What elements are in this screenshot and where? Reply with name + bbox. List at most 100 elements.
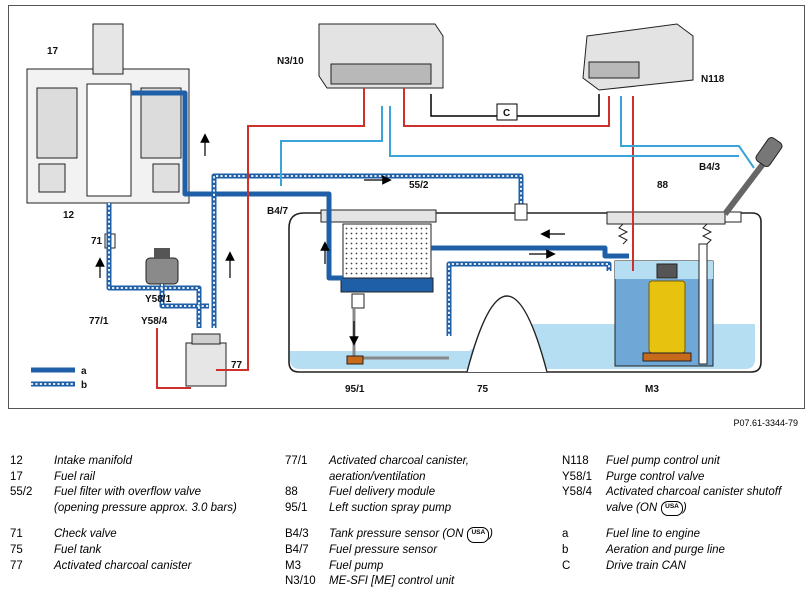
legend-description: Fuel tank (54, 543, 102, 556)
filler-cap (755, 137, 783, 167)
red-line-n3-10-to-n118 (403, 88, 610, 127)
me-sfi-control-unit (318, 23, 444, 89)
filter-base (340, 277, 434, 293)
legend-row: aeration/ventilation (285, 470, 560, 486)
fuel-line-to-engine (131, 90, 343, 281)
legend-code: 75 (10, 543, 23, 556)
legend-description: Fuel pressure sensor (329, 543, 438, 556)
fuel-pump-top (656, 263, 678, 279)
tank-outline (288, 212, 762, 373)
legend-description: Activated charcoal canister, (329, 455, 469, 467)
filter-cover (320, 209, 437, 223)
red-line-canister-valve (156, 328, 191, 389)
can-label-box (496, 103, 518, 121)
module-cover (606, 211, 726, 225)
legend-code (285, 470, 329, 486)
legend-code: C (562, 559, 571, 572)
legend-code: N3/10 (285, 575, 316, 588)
blue-line-b4-3 (620, 96, 755, 169)
signal-lines (156, 88, 755, 389)
legend-code: 95/1 (285, 501, 308, 514)
legend-description: aeration/ventilation (329, 470, 426, 483)
legend-code: a (562, 528, 569, 541)
fuel-delivery-module (606, 211, 726, 367)
n3-10-connector (330, 63, 432, 85)
label-a: a (81, 366, 87, 377)
label-77-1: 77/1 (89, 316, 109, 327)
legend-code: 17 (10, 470, 23, 483)
legend-description: valve (ON (606, 501, 658, 514)
canister-cap (191, 333, 221, 345)
fuel-line-filter-to-module (431, 245, 629, 259)
legend-code (562, 501, 606, 517)
filler-pipe (722, 154, 772, 216)
red-line-n3-10-to-canister (216, 88, 365, 371)
legend-row: N3/10 ME-SFI [ME] control unit (285, 574, 560, 590)
purge-line-valve-loop-dots (161, 284, 209, 307)
charcoal-canister (185, 333, 227, 387)
module-spring-left (617, 223, 629, 245)
fuel-line-a (131, 90, 629, 281)
fuel-pump-control-unit (582, 23, 694, 91)
legend-group-gap (10, 516, 280, 527)
label-n3-10: N3/10 (277, 56, 304, 67)
legend-code: M3 (285, 559, 301, 572)
module-right-pipe (698, 243, 708, 365)
label-can: C (503, 108, 510, 119)
legend-description: Intake manifold (54, 455, 132, 467)
legend-description: Drive train CAN (606, 559, 686, 572)
legend-description: Aeration and purge line (606, 543, 725, 556)
legend-row: 75 Fuel tank (10, 543, 280, 559)
legend-code: 12 (10, 455, 23, 467)
legend-row: 12 Intake manifold (10, 454, 280, 470)
purge-line-engine-to-canister-dots (108, 203, 200, 328)
label-b: b (81, 380, 87, 391)
purge-valve-body (145, 257, 179, 285)
label-b4-3: B4/3 (699, 162, 721, 173)
suction-line (352, 308, 449, 360)
legend-code: B4/7 (285, 543, 309, 556)
legend-code (10, 501, 54, 517)
legend-code: 77 (10, 559, 23, 572)
canister-body (185, 342, 227, 387)
label-55-2: 55/2 (409, 180, 429, 191)
legend-code: Y58/4 (562, 486, 593, 499)
legend-description: Check valve (54, 528, 117, 541)
drive-train-can (430, 94, 600, 121)
label-17: 17 (47, 46, 59, 57)
intake-manifold-center (86, 83, 132, 197)
document-reference: P07.61-3344-79 (733, 418, 798, 428)
legend-description: Purge control valve (606, 470, 705, 483)
blue-line-b4-3-to-n3-10 (389, 106, 739, 157)
label-y58-4: Y58/4 (141, 316, 168, 327)
injector-housing (92, 23, 124, 75)
tank-hump (466, 295, 548, 373)
legend-group-gap (562, 516, 807, 527)
cylinder-left (36, 87, 78, 159)
legend-row: (opening pressure approx. 3.0 bars) (10, 501, 280, 517)
filter-check-valve (351, 293, 365, 309)
legend-description: ME-SFI [ME] control unit (329, 575, 455, 588)
legend-code: N118 (562, 455, 589, 467)
label-12: 12 (63, 210, 75, 221)
legend-description-tail: ) (682, 501, 687, 514)
legend-code: B4/3 (285, 528, 309, 541)
n118-connector (588, 61, 640, 79)
label-y58-1: Y58/1 (145, 294, 172, 305)
suction-spray-pump (346, 355, 364, 365)
legend-code: 88 (285, 486, 298, 499)
